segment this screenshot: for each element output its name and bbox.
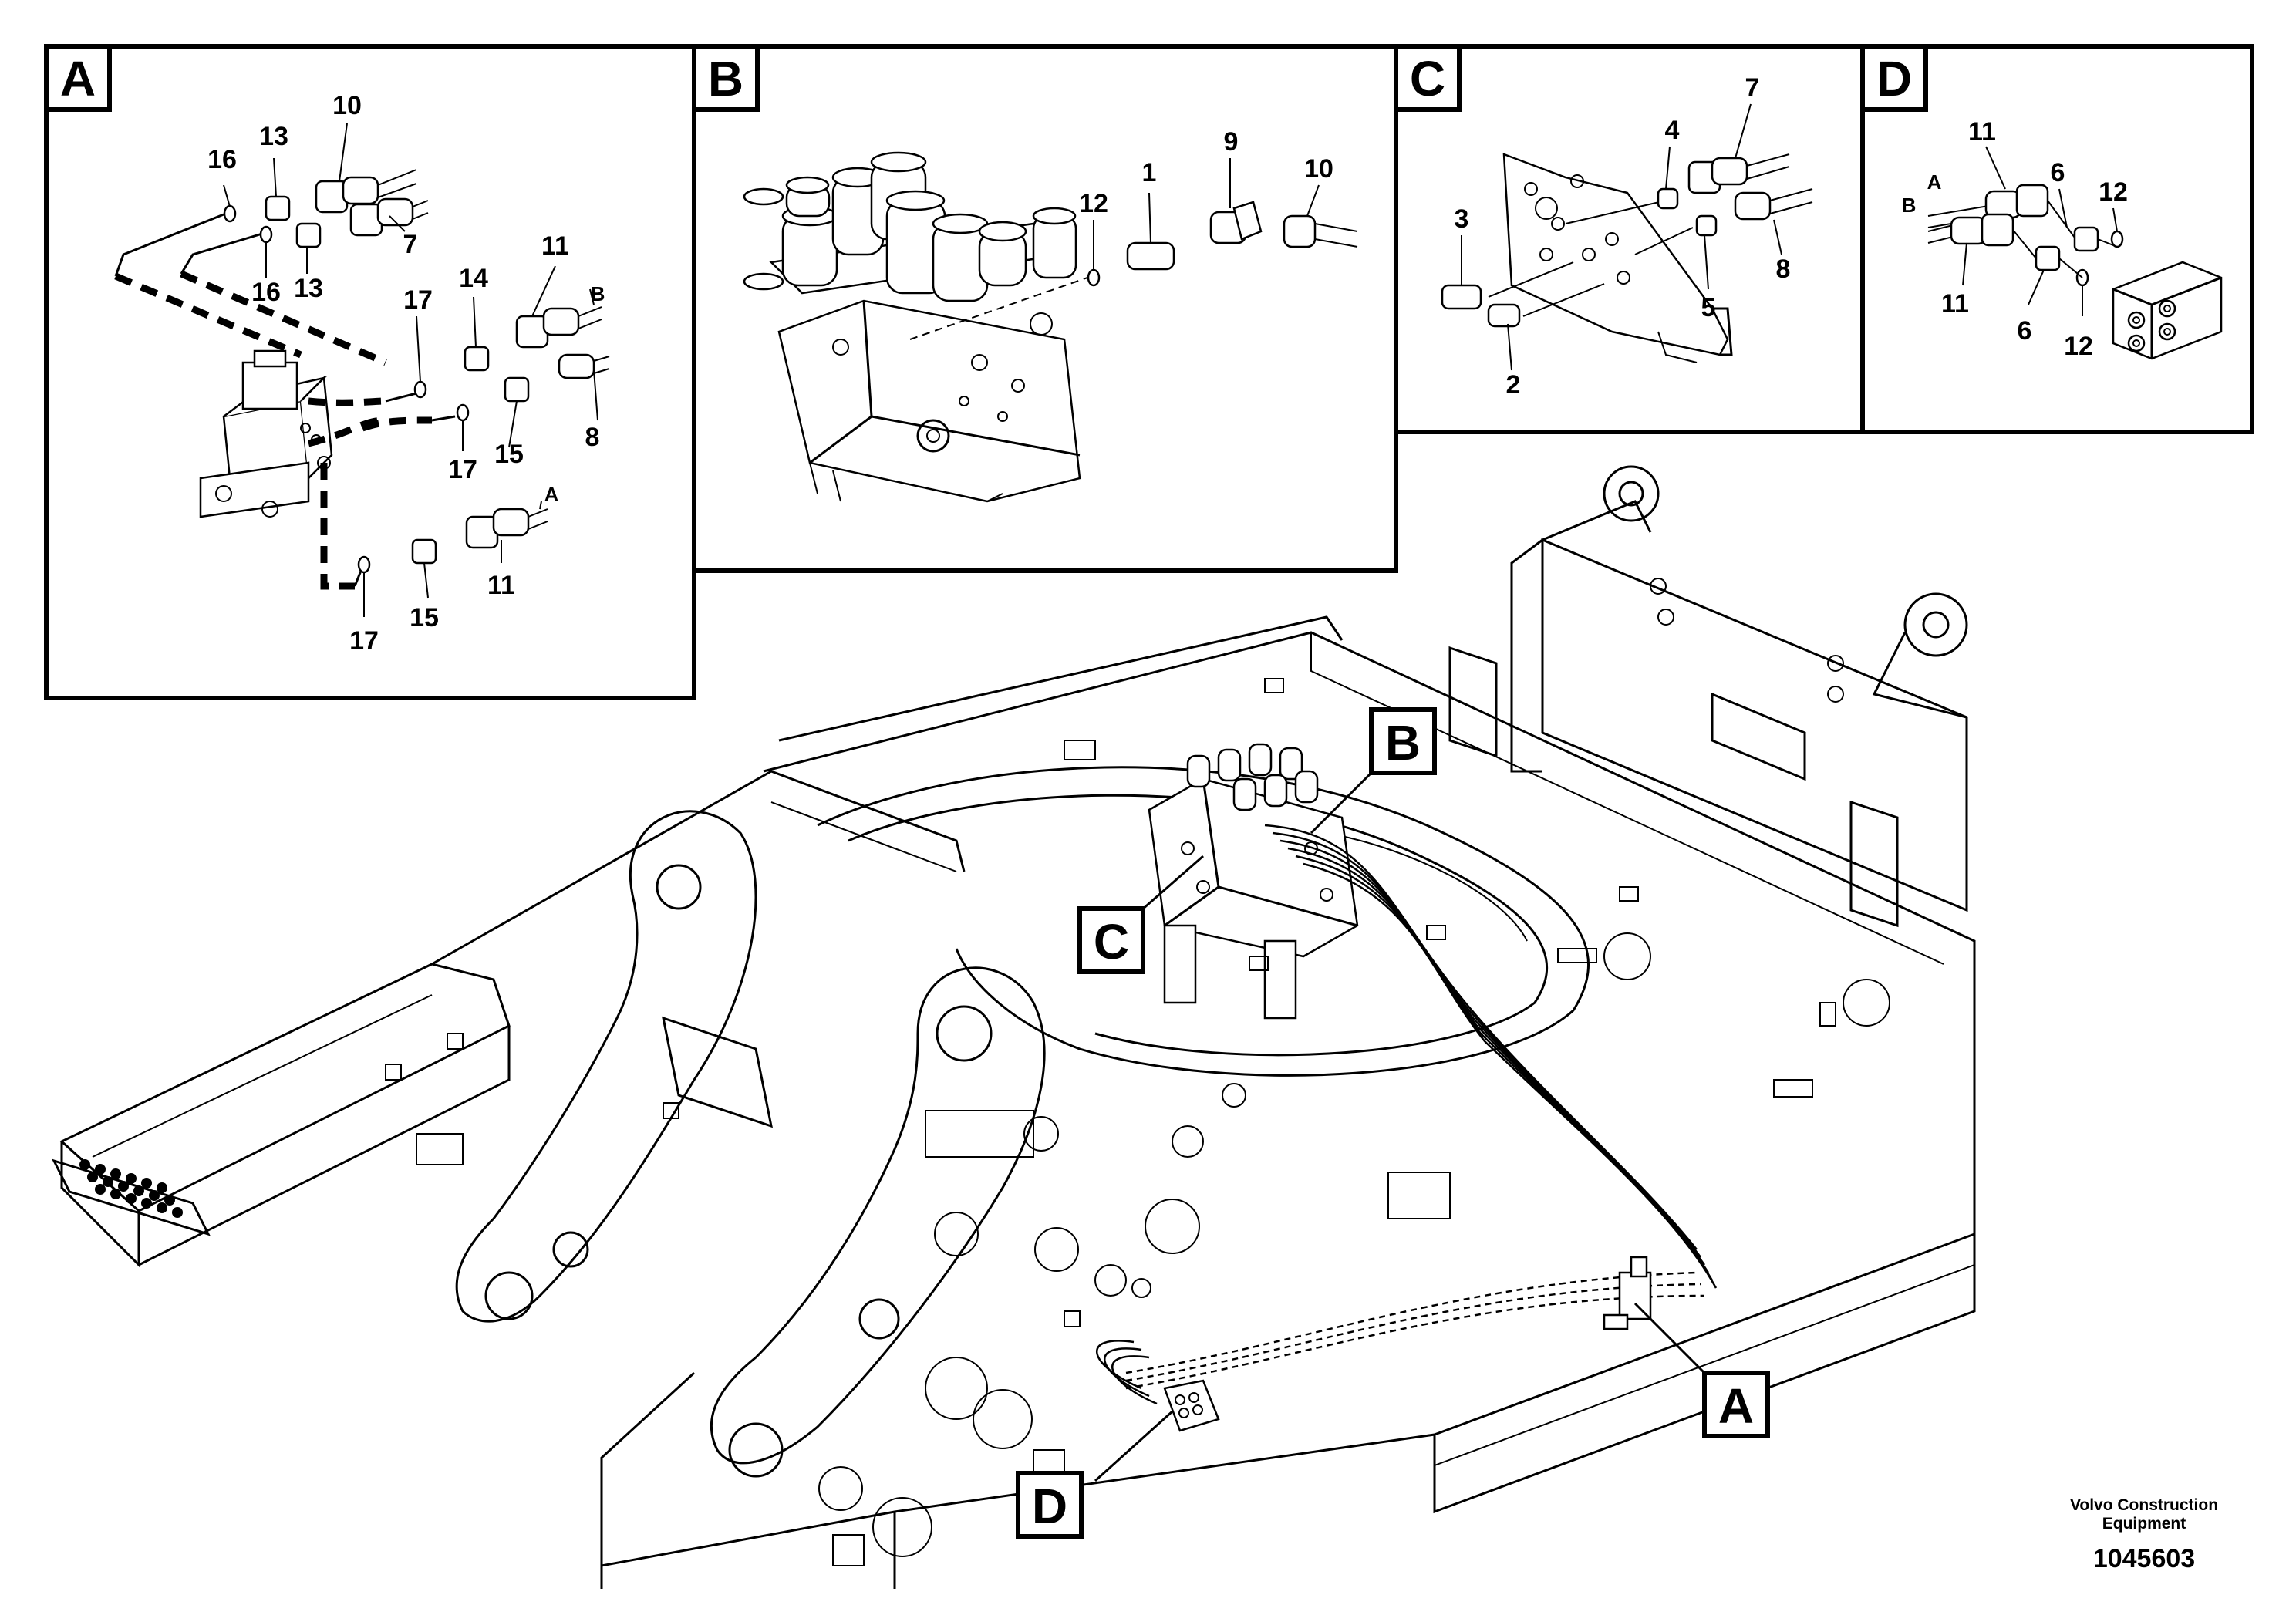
- callout-2: 2: [1506, 370, 1521, 400]
- detail-a-hose-routes: [114, 213, 456, 590]
- rear-mount-plate: [1448, 465, 1968, 928]
- callout-3: 3: [1455, 204, 1469, 234]
- main-tag-a: A: [1718, 1378, 1754, 1434]
- callout-12: 12: [2099, 177, 2128, 207]
- detail-c-tag: C: [1410, 51, 1445, 106]
- control-valve-detail: [743, 151, 1081, 503]
- callout-11: 11: [1941, 289, 1969, 319]
- callout-11: 11: [487, 571, 515, 600]
- callout-17: 17: [448, 455, 477, 484]
- main-tag-c: C: [1094, 914, 1129, 969]
- callout-15: 15: [410, 603, 439, 632]
- callout-14: 14: [459, 264, 488, 293]
- detail-b-callouts: 12 1 9 10: [1079, 127, 1333, 218]
- callout-17: 17: [403, 285, 433, 315]
- callout-16: 16: [207, 145, 237, 174]
- valve-spools: [781, 151, 1077, 302]
- main-distribution-block: [1163, 1379, 1220, 1432]
- callout-6: 6: [2051, 158, 2065, 187]
- detail-b-leaders: [1093, 158, 1320, 270]
- boom-mount: [455, 810, 1046, 1478]
- callout-7: 7: [403, 230, 418, 259]
- callout-15: 15: [494, 440, 524, 469]
- detail-d-leaders: [1962, 146, 2118, 316]
- callout-a-end: A: [544, 483, 559, 506]
- detail-d-callouts: 11 A B 6 12 11 6 12: [1902, 117, 2128, 361]
- mounting-bracket: [1502, 153, 1733, 363]
- callout-5: 5: [1701, 293, 1716, 322]
- solenoid-valve: [199, 349, 333, 518]
- callout-11: 11: [1968, 117, 1996, 147]
- detail-c-callouts: 4 7 3 5 8 2: [1455, 73, 1791, 400]
- callout-12: 12: [1079, 189, 1108, 218]
- detail-b-fittings: [1087, 201, 1358, 287]
- callout-b-end: B: [591, 282, 605, 305]
- callout-8: 8: [585, 423, 600, 452]
- detail-c-leaders: [1461, 103, 1782, 371]
- main-solenoid-valve: [1603, 1256, 1652, 1330]
- callout-17: 17: [349, 626, 379, 656]
- frame-holes: [818, 932, 1890, 1557]
- callout-12: 12: [2064, 332, 2093, 361]
- main-control-valve: [1148, 743, 1359, 1020]
- callout-11: 11: [541, 231, 569, 261]
- distribution-block: [2112, 261, 2223, 360]
- callout-6: 6: [2018, 316, 2032, 346]
- main-callout-c: C: [1077, 855, 1204, 974]
- main-callout-d: D: [1016, 1410, 1174, 1539]
- detail-panel-c: C: [1394, 44, 1865, 434]
- left-platform: [52, 963, 511, 1268]
- main-tag-b: B: [1385, 715, 1421, 771]
- callout-7: 7: [1745, 73, 1760, 103]
- brand-line-1: Volvo Construction: [2070, 1496, 2218, 1514]
- detail-d-fittings: [1927, 184, 2124, 287]
- frame-pads: [385, 678, 1836, 1566]
- step-plate-holes: [79, 1159, 183, 1218]
- detail-b-tag: B: [708, 51, 743, 106]
- callout-8: 8: [1776, 255, 1791, 284]
- callout-9: 9: [1224, 127, 1239, 157]
- detail-panel-b: B: [692, 44, 1398, 573]
- detail-a-fittings: [223, 169, 610, 574]
- footer: Volvo Construction Equipment 1045603: [2070, 1496, 2218, 1573]
- callout-4: 4: [1665, 116, 1680, 145]
- main-assembly-view: [52, 465, 1976, 1589]
- detail-panel-d: D: [1860, 44, 2254, 434]
- main-callout-a: A: [1633, 1302, 1770, 1438]
- figure-number: 1045603: [2093, 1544, 2195, 1573]
- detail-a-leaders: [223, 123, 598, 617]
- detail-a-callouts: 16 13 10 7 16 13 17 14 11 B 8 17 15 A 11…: [207, 91, 605, 656]
- callout-b-end: B: [1902, 194, 1917, 217]
- callout-a-end: A: [1927, 170, 1942, 194]
- detail-panel-a: A: [44, 44, 696, 700]
- brand-line-2: Equipment: [2102, 1515, 2186, 1533]
- callout-10: 10: [332, 91, 362, 120]
- main-tag-d: D: [1032, 1479, 1067, 1534]
- detail-a-tag: A: [60, 51, 96, 106]
- swing-frame-ring: [817, 766, 1590, 1077]
- callout-13: 13: [294, 274, 323, 303]
- callout-13: 13: [259, 122, 288, 151]
- detail-d-tag: D: [1876, 51, 1912, 106]
- detail-c-fittings: [1441, 153, 1813, 328]
- callout-10: 10: [1304, 154, 1333, 184]
- callout-1: 1: [1142, 158, 1157, 187]
- pilot-hoses: [1096, 824, 1718, 1405]
- callout-16: 16: [251, 278, 281, 307]
- main-callout-b: B: [1310, 707, 1437, 835]
